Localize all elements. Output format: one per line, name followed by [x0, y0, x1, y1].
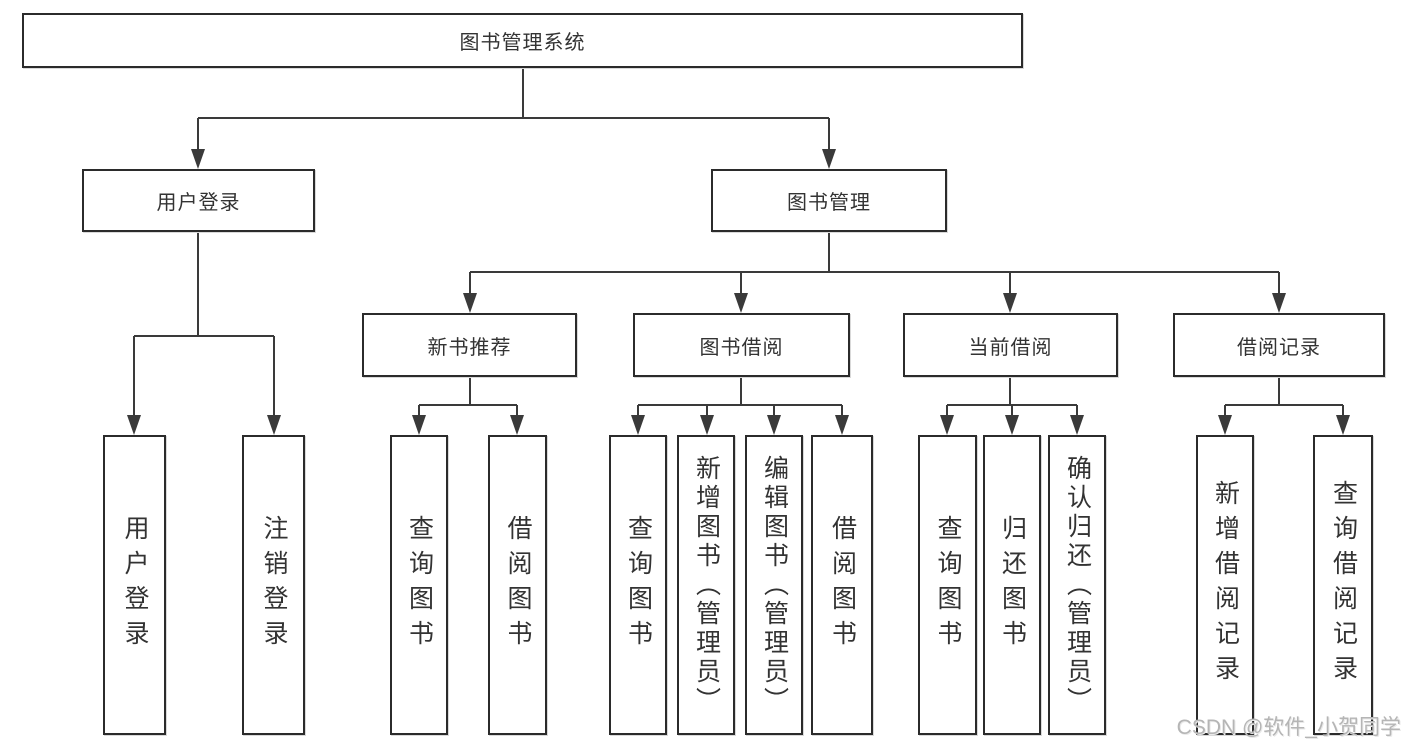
arrow-icon [412, 415, 426, 435]
leaf-return-book: 归还图书 [983, 435, 1041, 735]
node-library-system: 图书管理系统 [22, 13, 1023, 68]
node-user-login: 用户登录 [82, 169, 315, 232]
arrow-icon [191, 149, 205, 169]
arrow-icon [822, 149, 836, 169]
csdn-watermark: CSDN @软件_小贺同学 [1176, 716, 1401, 739]
leaf-borrow-books-borrowing: 借阅图书 [811, 435, 873, 735]
arrow-icon [940, 415, 954, 435]
arrow-icon [835, 415, 849, 435]
arrow-icon [463, 293, 477, 313]
arrow-icon [1218, 415, 1232, 435]
leaf-logout: 注销登录 [242, 435, 305, 735]
arrow-icon [1005, 415, 1019, 435]
node-book-management: 图书管理 [711, 169, 947, 232]
arrow-icon [700, 415, 714, 435]
leaf-add-book-admin: 新增图书（管理员） [677, 435, 735, 735]
leaf-query-books-current: 查询图书 [918, 435, 977, 735]
leaf-borrow-books-recommend: 借阅图书 [488, 435, 547, 735]
leaf-query-books-borrowing: 查询图书 [609, 435, 667, 735]
leaf-confirm-return-admin: 确认归还（管理员） [1048, 435, 1106, 735]
leaf-query-books-recommend: 查询图书 [390, 435, 448, 735]
leaf-add-borrow-record: 新增借阅记录 [1196, 435, 1254, 735]
node-current-borrowing: 当前借阅 [903, 313, 1118, 377]
arrow-icon [1070, 415, 1084, 435]
arrow-icon [510, 415, 524, 435]
leaf-query-borrow-record: 查询借阅记录 [1313, 435, 1373, 735]
leaf-edit-book-admin: 编辑图书（管理员） [745, 435, 803, 735]
arrow-icon [127, 415, 141, 435]
arrow-icon [631, 415, 645, 435]
node-borrow-records: 借阅记录 [1173, 313, 1385, 377]
arrow-icon [767, 415, 781, 435]
arrow-icon [734, 293, 748, 313]
arrow-icon [1272, 293, 1286, 313]
leaf-user-login: 用户登录 [103, 435, 166, 735]
arrow-icon [267, 415, 281, 435]
arrow-icon [1336, 415, 1350, 435]
node-book-borrowing: 图书借阅 [633, 313, 850, 377]
arrow-icon [1003, 293, 1017, 313]
node-new-book-recommend: 新书推荐 [362, 313, 577, 377]
